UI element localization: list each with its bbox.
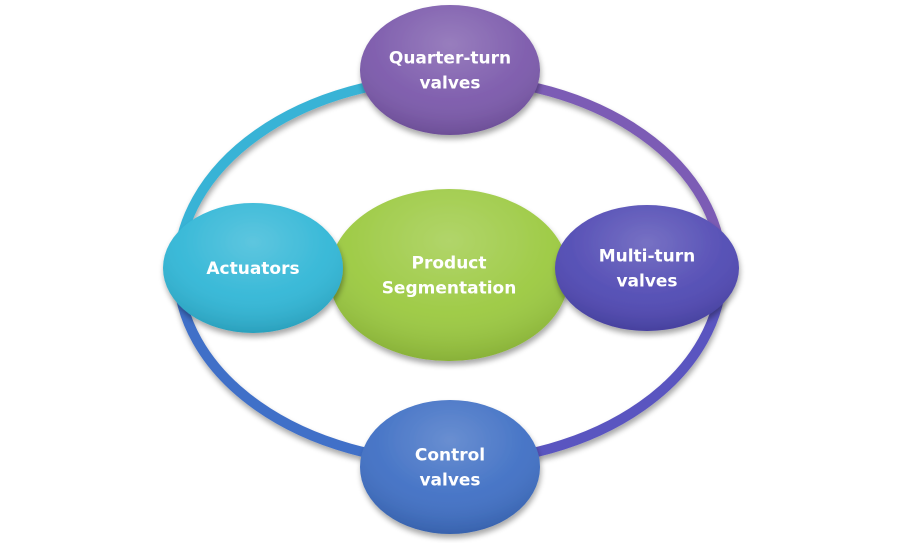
quarter-turn-valves-label-line: Quarter-turn xyxy=(389,49,511,69)
multi-turn-valves-gloss xyxy=(555,205,739,331)
actuators-gloss xyxy=(163,203,343,333)
quarter-turn-valves-label-line: valves xyxy=(419,74,480,94)
multi-turn-valves-label-line: valves xyxy=(616,272,677,292)
multi-turn-valves-label-line: Multi-turn xyxy=(599,247,696,267)
center-gloss xyxy=(329,189,569,361)
actuators-label-line: Actuators xyxy=(206,259,299,279)
node-multi-turn-valves: Multi-turn valves xyxy=(555,205,739,331)
node-quarter-turn-valves: Quarter-turn valves xyxy=(360,5,540,135)
node-actuators: Actuators xyxy=(163,203,343,333)
center-label-line: Product xyxy=(412,254,487,274)
center-label-line: Segmentation xyxy=(382,279,517,299)
control-valves-label-line: Control xyxy=(415,446,485,466)
diagram-nodes: Quarter-turnvalvesControlvalvesProductSe… xyxy=(163,5,739,534)
control-valves-gloss xyxy=(360,400,540,534)
control-valves-label-line: valves xyxy=(419,471,480,491)
node-control-valves: Control valves xyxy=(360,400,540,534)
quarter-turn-valves-gloss xyxy=(360,5,540,135)
